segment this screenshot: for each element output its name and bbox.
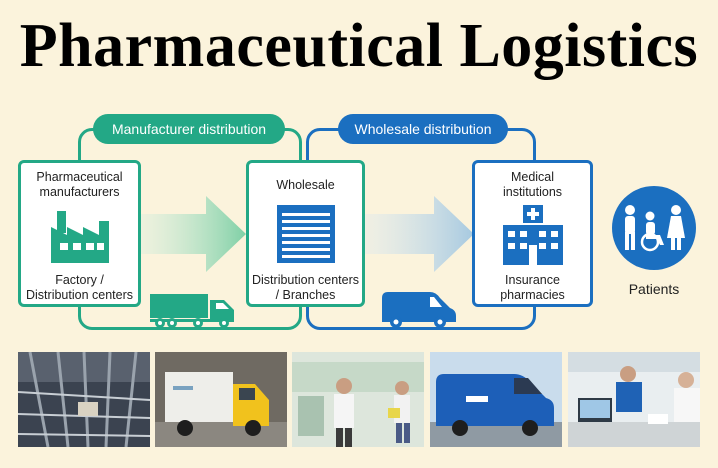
van-icon [382,292,456,328]
manufacturers-title: Pharmaceutical manufacturers [36,170,123,199]
warehouse-racks-photo [18,352,150,447]
truck-icon [150,294,234,328]
factory-icon [50,211,109,263]
delivery-truck-photo [155,352,287,447]
wholesale-node: Wholesale Distribution centers / Branche… [246,160,365,307]
wholesale-title: Wholesale [276,178,335,192]
hospital-icon [502,205,563,265]
manufacturer-distribution-label: Manufacturer distribution [93,114,285,144]
medical-institutions-title: Medical institutions [502,170,563,199]
wholesale-distribution-label: Wholesale distribution [338,114,508,144]
flow-arrow-to-medical [364,196,474,272]
manufacturers-subtitle: Factory / Distribution centers [26,273,133,302]
wholesale-subtitle: Distribution centers / Branches [252,273,359,302]
medical-institutions-node: Medical institutions Insurance pharmacie… [472,160,593,307]
warehouse-shutter-icon [276,205,335,263]
pharmacy-counter-photo [568,352,700,447]
patients-circle [612,186,696,270]
branch-staff-photo [292,352,424,447]
patients-icon [625,205,685,252]
medical-institutions-subtitle: Insurance pharmacies [500,273,565,302]
flow-arrow-to-wholesale [136,196,246,272]
blue-van-photo [430,352,562,447]
page-title: Pharmaceutical Logistics [19,12,699,80]
patients-label: Patients [628,281,680,297]
manufacturers-node: Pharmaceutical manufacturers Factory / D… [18,160,141,307]
